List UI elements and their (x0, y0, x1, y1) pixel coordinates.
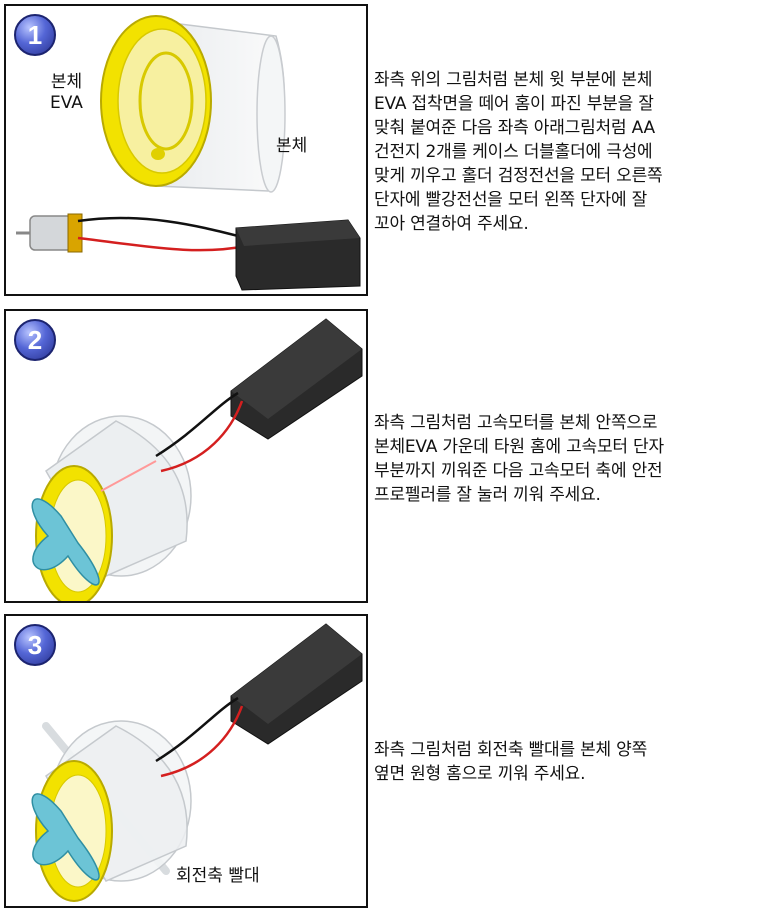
red-wire (77, 236, 247, 252)
black-wire (155, 696, 239, 763)
step-3-badge: 3 (14, 624, 56, 666)
label-straw: 회전축 빨대 (176, 866, 260, 886)
black-wire (155, 391, 239, 458)
red-wire (160, 705, 244, 778)
step-1-illustration (16, 15, 361, 291)
propeller (31, 793, 100, 881)
label-body: 본체 (276, 136, 308, 156)
step-2-badge: 2 (14, 319, 56, 361)
label-eva: 본체 EVA (50, 72, 83, 113)
step-2-description: 좌측 그림처럼 고속모터를 본체 안쪽으로 본체EVA 가운데 타원 홈에 고속… (374, 413, 664, 505)
step-1-badge: 1 (14, 14, 56, 56)
step-1-description: 좌측 위의 그림처럼 본체 윗 부분에 본체 EVA 접착면을 떼어 홈이 파진… (374, 70, 663, 234)
propeller (31, 498, 100, 586)
body-cylinder (45, 420, 188, 577)
red-wire (160, 400, 244, 473)
motor (29, 215, 73, 251)
black-wire (77, 216, 247, 240)
step-1-panel: 1 본체 EVA 본체 (4, 4, 368, 296)
step-3-panel: 3 회전축 빨대 (4, 614, 368, 908)
step-2-illustration (31, 318, 363, 601)
step-3-illustration (31, 623, 363, 902)
step-2-panel: 2 (4, 309, 368, 603)
step-3-description: 좌측 그림처럼 회전축 빨대를 본체 양쪽 옆면 원형 홈으로 끼워 주세요. (374, 740, 648, 784)
